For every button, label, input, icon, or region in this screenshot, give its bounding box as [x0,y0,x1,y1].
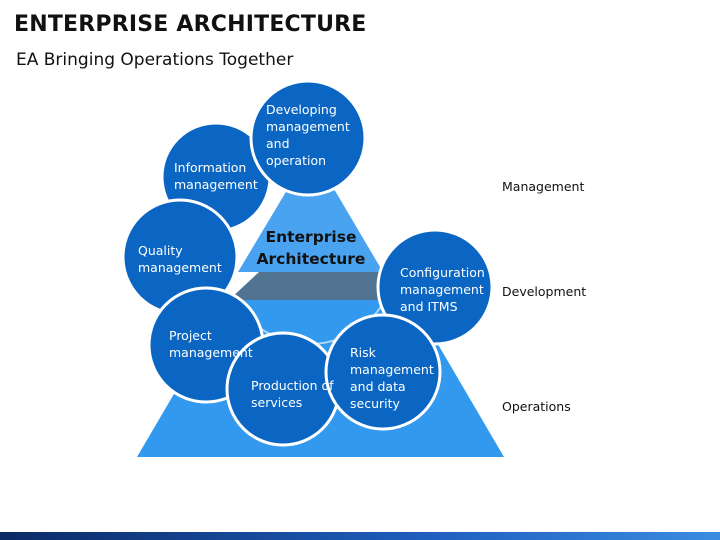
layer-label-development: Development [502,284,587,299]
circle-label-line: management [138,260,222,275]
circle-label-line: Risk [350,345,376,360]
circle-label-line: Configuration [400,265,485,280]
circle-label-line: security [350,396,400,411]
pyramid-top-management [238,150,383,272]
page-subtitle: EA Bringing Operations Together [16,50,294,70]
circle-label-line: management [350,362,434,377]
center-label-line: Enterprise [265,228,357,246]
circle-label-line: Production of [251,378,334,393]
layer-label-operations: Operations [502,399,571,414]
footer-bar [0,532,720,540]
circle-label-line: management [174,177,258,192]
layer-label-management: Management [502,179,585,194]
circle-label-line: management [266,119,350,134]
circle-label-line: operation [266,153,327,168]
circle-label-line: Project [169,328,212,343]
circle-label-information: Information management [174,159,258,193]
circle-label-project: Project management [169,327,253,361]
circle-label-line: and data [350,379,406,394]
circle-label-line: management [169,345,253,360]
circle-developing-management[interactable] [249,79,367,197]
circle-configuration-management[interactable] [376,228,494,346]
circle-label-configuration: Configuration management and ITMS [400,264,485,315]
circle-label-line: Developing [266,102,337,117]
center-label: Enterprise Architecture [243,226,379,270]
circle-label-quality: Quality management [138,242,222,276]
pyramid-middle-development [229,272,412,300]
circle-label-line: management [400,282,484,297]
circle-label-line: Quality [138,243,183,258]
page-title: ENTERPRISE ARCHITECTURE [14,12,367,37]
circle-label-line: services [251,395,303,410]
circle-label-production: Production of services [251,377,334,411]
center-label-line: Architecture [256,250,366,268]
circle-label-developing: Developing management and operation [266,101,350,169]
circle-label-line: Information [174,160,247,175]
circle-label-risk: Risk management and data security [350,344,434,412]
circle-label-line: and ITMS [400,299,458,314]
circle-label-line: and [266,136,290,151]
circle-risk-management[interactable] [324,313,442,431]
